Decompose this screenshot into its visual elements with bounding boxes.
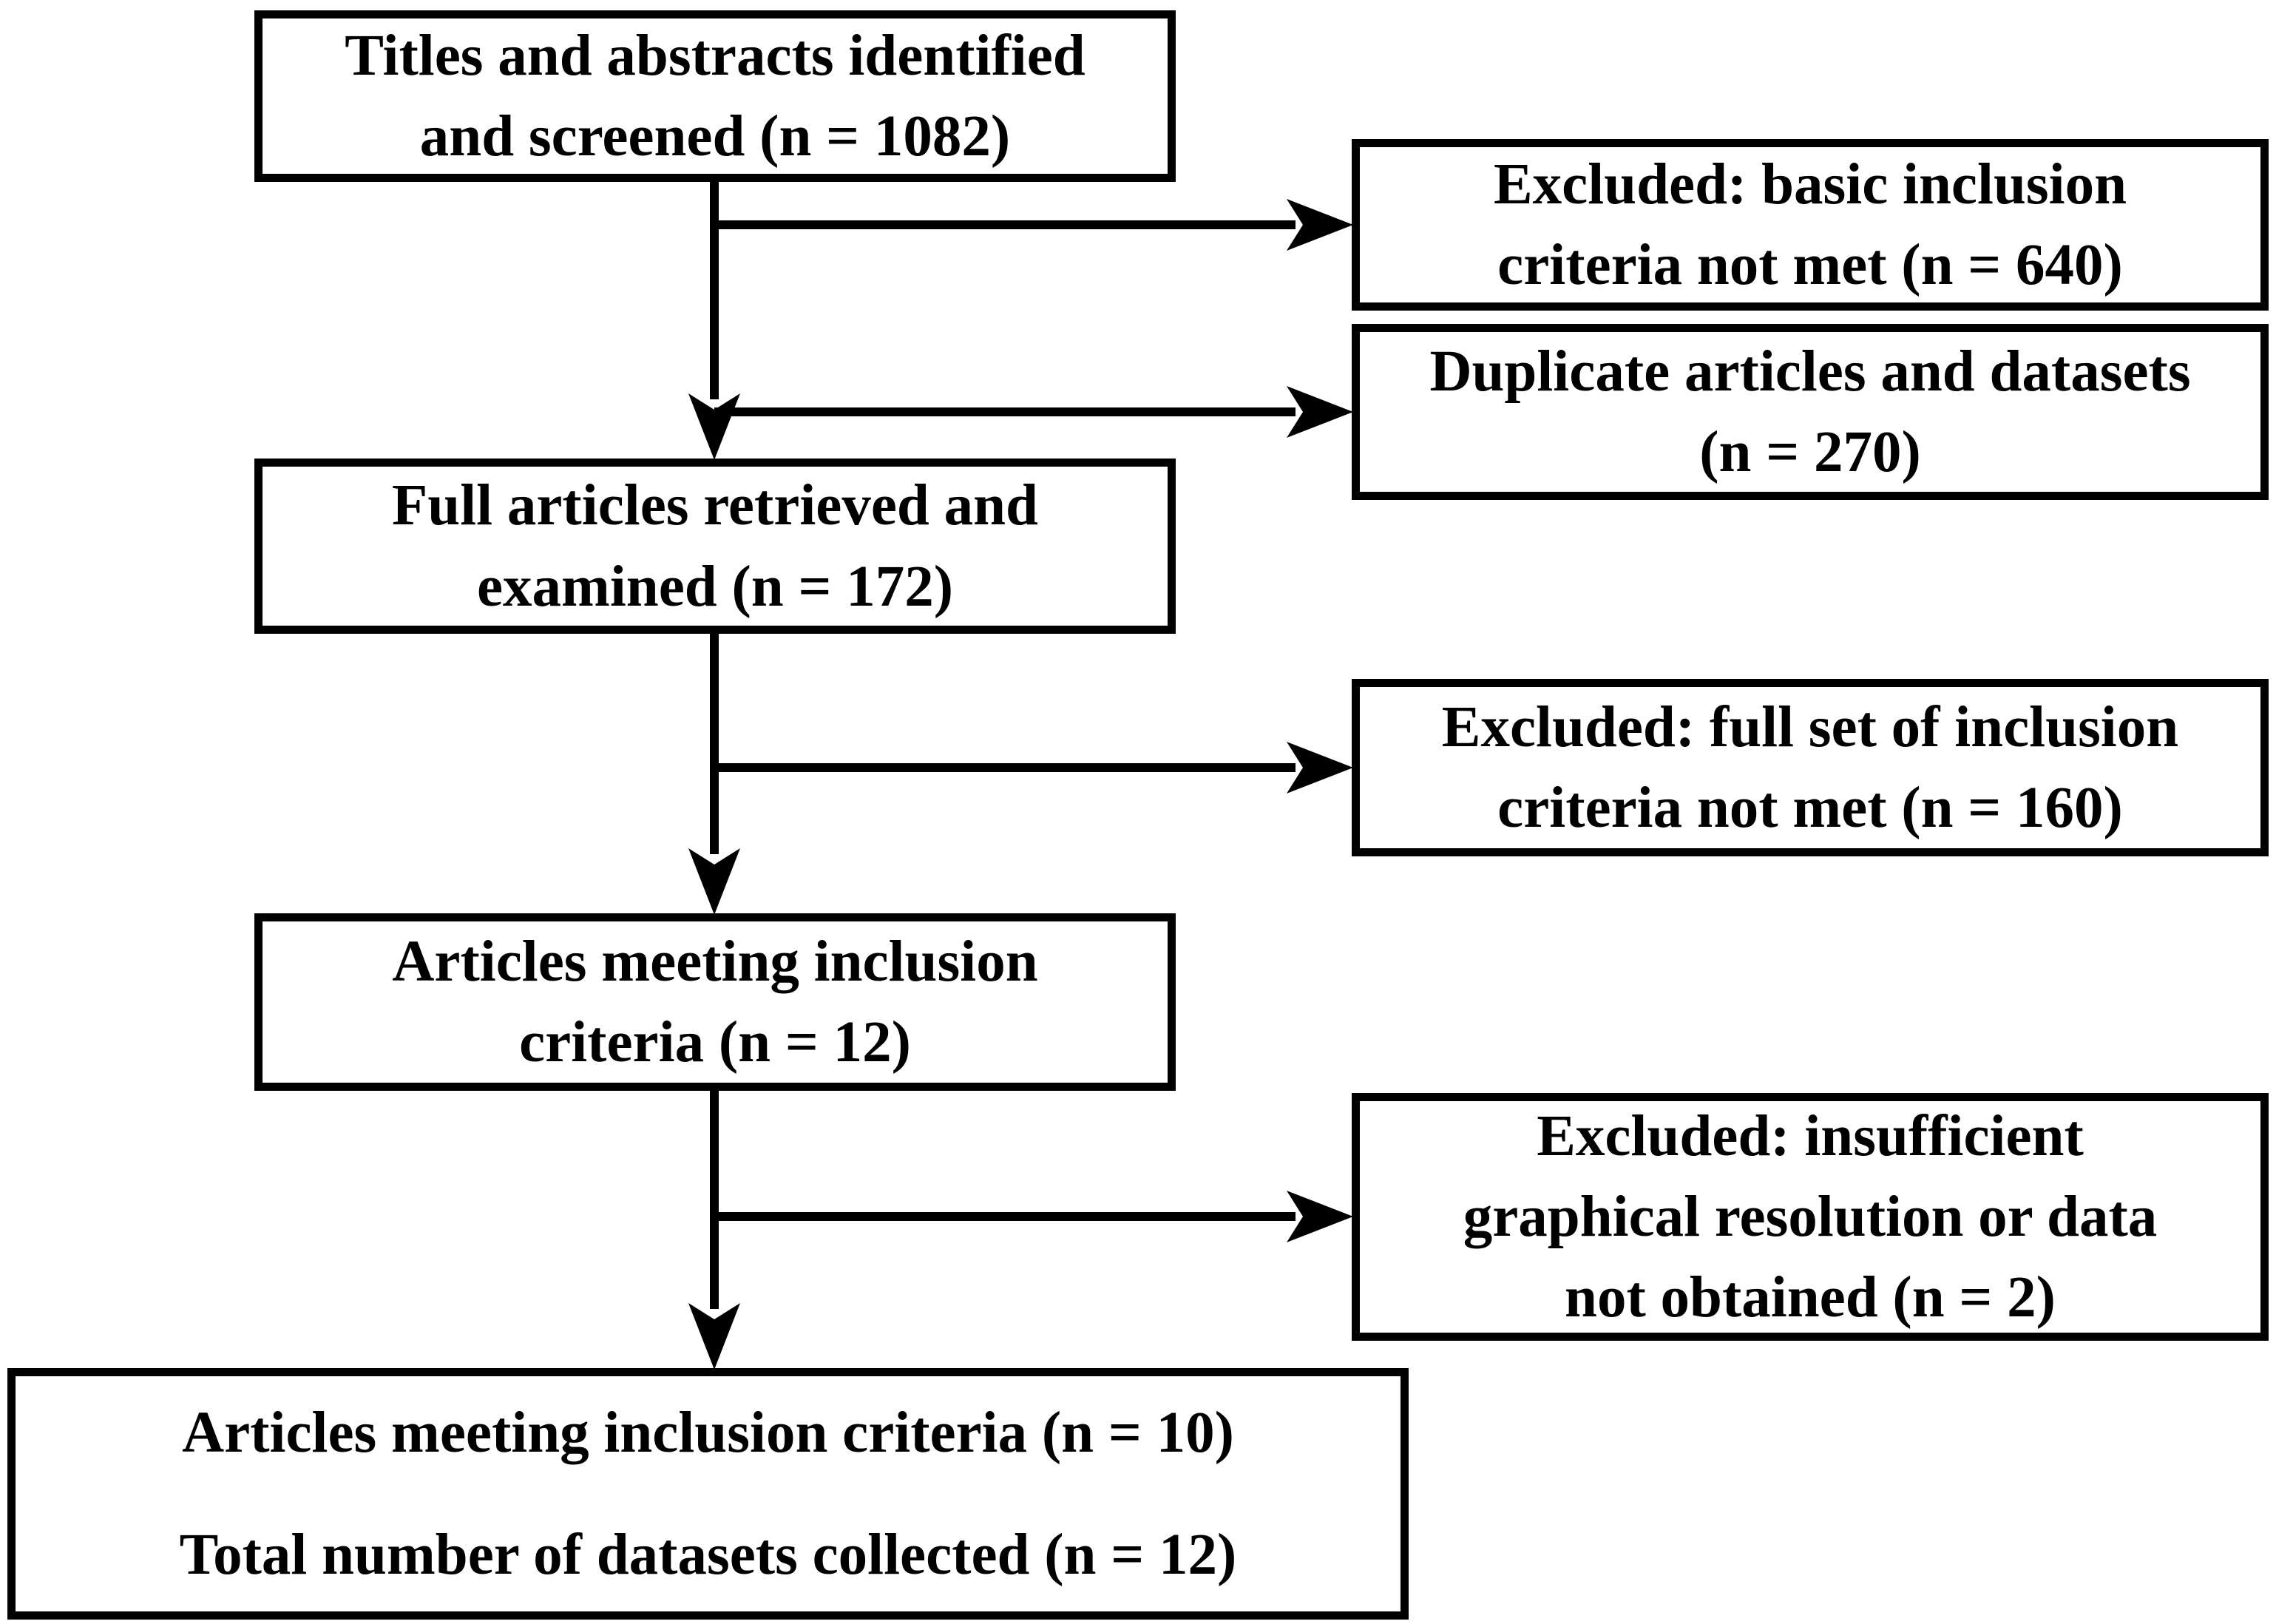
arrow-right-icon — [1287, 1191, 1353, 1242]
node-text-line: Titles and abstracts identified — [345, 23, 1085, 88]
node-text-line: graphical resolution or data — [1463, 1185, 2158, 1249]
node-text-line: Duplicate articles and datasets — [1429, 339, 2191, 404]
connector-branch-excluded-graphical — [714, 1212, 1296, 1221]
node-full-articles-examined: Full articles retrieved and examined (n … — [254, 459, 1176, 634]
connector-screened-to-full-articles — [710, 177, 719, 399]
node-text-line: Articles meeting inclusion criteria (n =… — [182, 1401, 1234, 1465]
node-excluded-basic-criteria: Excluded: basic inclusion criteria not m… — [1352, 139, 2269, 311]
node-titles-screened: Titles and abstracts identified and scre… — [254, 10, 1176, 182]
node-text-line: Excluded: basic inclusion — [1493, 152, 2127, 217]
node-text-line: examined (n = 172) — [476, 554, 954, 619]
node-duplicate-articles: Duplicate articles and datasets (n = 270… — [1352, 324, 2269, 500]
node-excluded-insufficient-graphical: Excluded: insufficient graphical resolut… — [1352, 1093, 2269, 1341]
node-text-line: and screened (n = 1082) — [419, 104, 1011, 169]
connector-meeting-to-final — [710, 1087, 719, 1309]
arrow-right-icon — [1287, 386, 1353, 438]
node-articles-meeting-criteria: Articles meeting inclusion criteria (n =… — [254, 913, 1176, 1091]
node-text-line: criteria not met (n = 160) — [1497, 776, 2123, 840]
connector-full-articles-to-meeting — [710, 629, 719, 854]
arrow-right-icon — [1287, 199, 1353, 251]
node-text-line: (n = 270) — [1699, 420, 1921, 484]
node-text-line: criteria not met (n = 640) — [1497, 233, 2123, 297]
node-text-line: criteria (n = 12) — [519, 1010, 911, 1075]
node-text-line: Excluded: full set of inclusion — [1441, 694, 2179, 759]
node-text-line: Articles meeting inclusion — [392, 929, 1038, 994]
arrow-down-icon — [688, 1303, 740, 1370]
connector-branch-excluded-full — [714, 763, 1296, 772]
node-text-line: Excluded: insufficient — [1537, 1103, 2084, 1168]
arrow-down-icon — [688, 393, 740, 460]
node-text-line: Full articles retrieved and — [392, 473, 1038, 538]
arrow-down-icon — [688, 848, 740, 915]
node-final-included: Articles meeting inclusion criteria (n =… — [7, 1368, 1409, 1620]
node-text-line: Total number of datasets collected (n = … — [179, 1522, 1237, 1587]
node-excluded-full-criteria: Excluded: full set of inclusion criteria… — [1352, 679, 2269, 856]
arrow-right-icon — [1287, 742, 1353, 794]
node-text-line: not obtained (n = 2) — [1565, 1265, 2056, 1330]
connector-branch-excluded-basic — [714, 220, 1296, 229]
connector-branch-duplicates — [714, 407, 1296, 416]
